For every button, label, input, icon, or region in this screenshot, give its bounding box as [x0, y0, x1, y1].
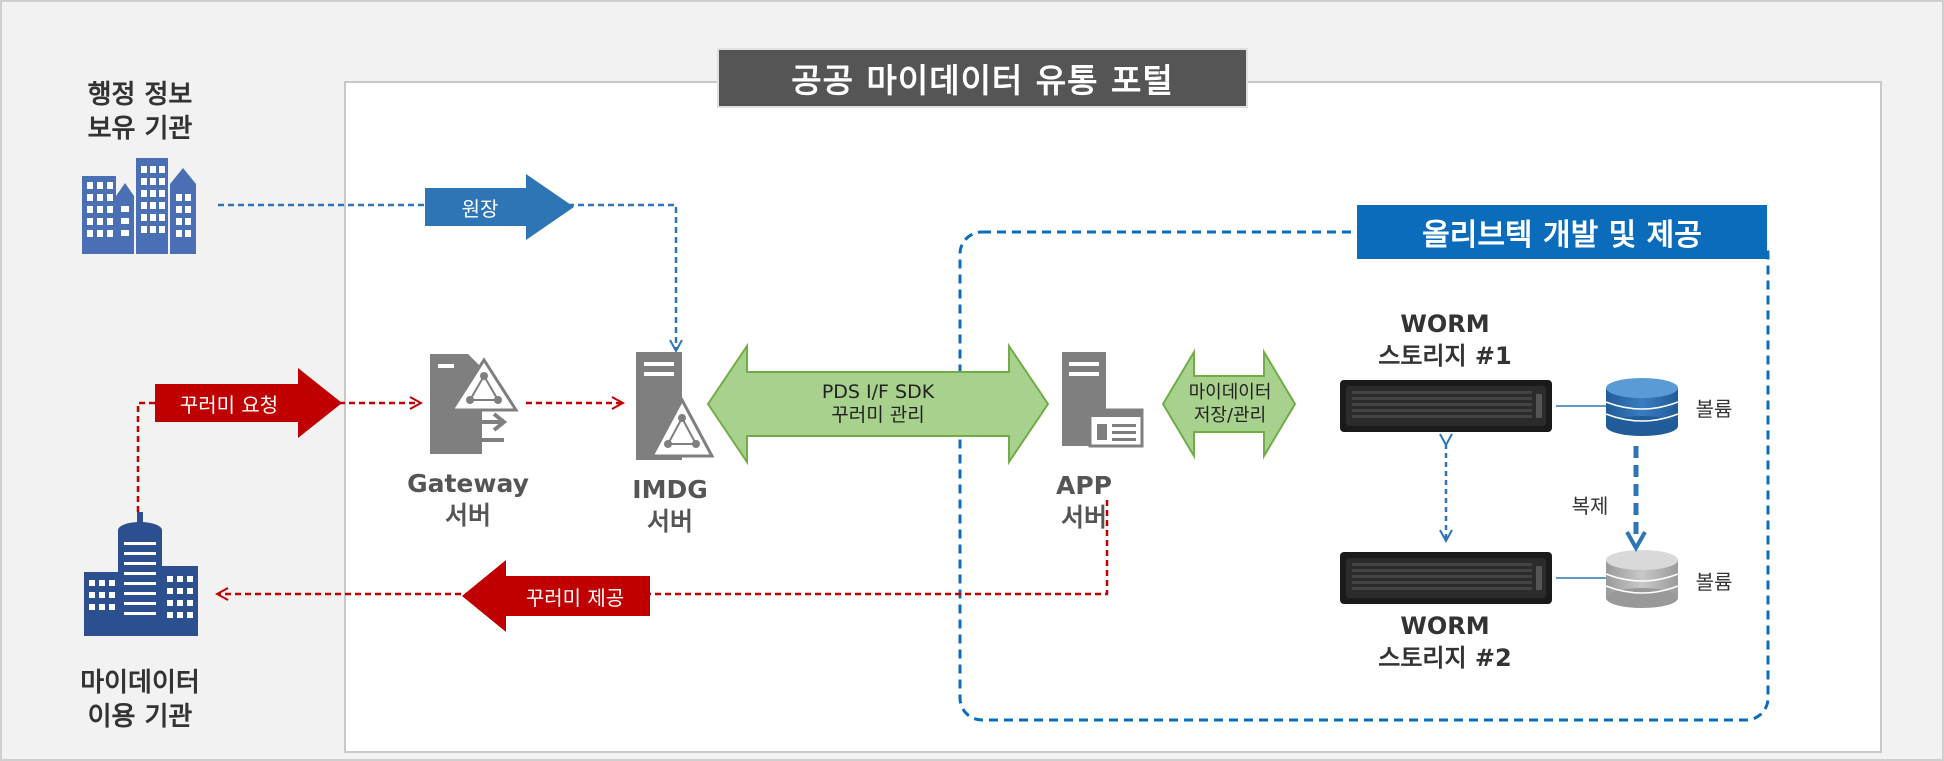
request-arrow-label: 꾸러미 요청	[179, 392, 279, 417]
app-label: APP 서버	[1034, 470, 1134, 534]
admin-org-label: 행정 정보 보유 기관	[60, 78, 220, 146]
original-arrow-label: 원장	[461, 196, 499, 221]
original-arrow	[425, 174, 574, 240]
mydata-double-arrow	[1161, 348, 1297, 460]
replicate-label: 복제	[1571, 494, 1609, 518]
user-org-label-line2: 이용 기관	[87, 702, 193, 732]
user-org-label: 마이데이터 이용 기관	[50, 666, 230, 734]
admin-org-building-icon	[82, 158, 196, 254]
sdk-arrow-label-line2: 꾸러미 관리	[831, 404, 925, 426]
app-label-line1: APP	[1056, 471, 1112, 500]
worm2-label-line1: WORM	[1400, 612, 1490, 640]
admin-org-label-line2: 보유 기관	[87, 114, 193, 144]
gateway-label-line2: 서버	[444, 501, 491, 530]
sdk-arrow-label: PDS I/F SDK 꾸러미 관리	[748, 381, 1008, 427]
sdk-double-arrow	[706, 342, 1050, 466]
user-org-building-icon	[84, 512, 198, 636]
user-org-label-line1: 마이데이터	[80, 668, 200, 698]
mydata-arrow-label-line1: 마이데이터	[1188, 382, 1272, 403]
app-server-icon	[1062, 352, 1144, 448]
app-label-line2: 서버	[1060, 503, 1107, 532]
mydata-arrow-label-line2: 저장/관리	[1193, 405, 1267, 426]
worm1-label-line1: WORM	[1400, 310, 1490, 338]
volume1-label: 볼륨	[1695, 397, 1733, 421]
vendor-label: 올리브텍 개발 및 제공	[1357, 205, 1767, 259]
admin-to-imdg-line	[218, 203, 676, 350]
worm1-label: WORM 스토리지 #1	[1360, 308, 1530, 372]
gateway-label-line1: Gateway	[407, 469, 529, 498]
worm1-label-line2: 스토리지 #1	[1378, 342, 1512, 370]
provide-arrow-label: 꾸러미 제공	[525, 585, 625, 610]
sdk-arrow-label-line1: PDS I/F SDK	[821, 381, 935, 403]
provide-arrow	[462, 560, 650, 632]
admin-org-label-line1: 행정 정보	[87, 80, 193, 110]
imdg-label: IMDG 서버	[610, 474, 730, 538]
volume1-db-icon	[1605, 378, 1679, 436]
imdg-label-line1: IMDG	[632, 475, 708, 504]
gateway-server-icon	[430, 354, 519, 454]
request-arrow	[155, 368, 342, 438]
worm-storage-1-icon	[1340, 380, 1552, 432]
volume2-label: 볼륨	[1695, 570, 1733, 594]
volume2-db-icon	[1605, 550, 1679, 608]
gateway-label: Gateway 서버	[398, 468, 538, 532]
worm-storage-2-icon	[1340, 552, 1552, 604]
imdg-server-icon	[636, 352, 715, 460]
worm2-label: WORM 스토리지 #2	[1360, 610, 1530, 674]
worm2-label-line2: 스토리지 #2	[1378, 644, 1512, 672]
imdg-label-line2: 서버	[646, 507, 693, 536]
portal-title: 공공 마이데이터 유통 포털	[717, 48, 1248, 108]
app-to-user-line	[218, 500, 1109, 594]
mydata-arrow-label: 마이데이터 저장/관리	[1180, 381, 1280, 427]
